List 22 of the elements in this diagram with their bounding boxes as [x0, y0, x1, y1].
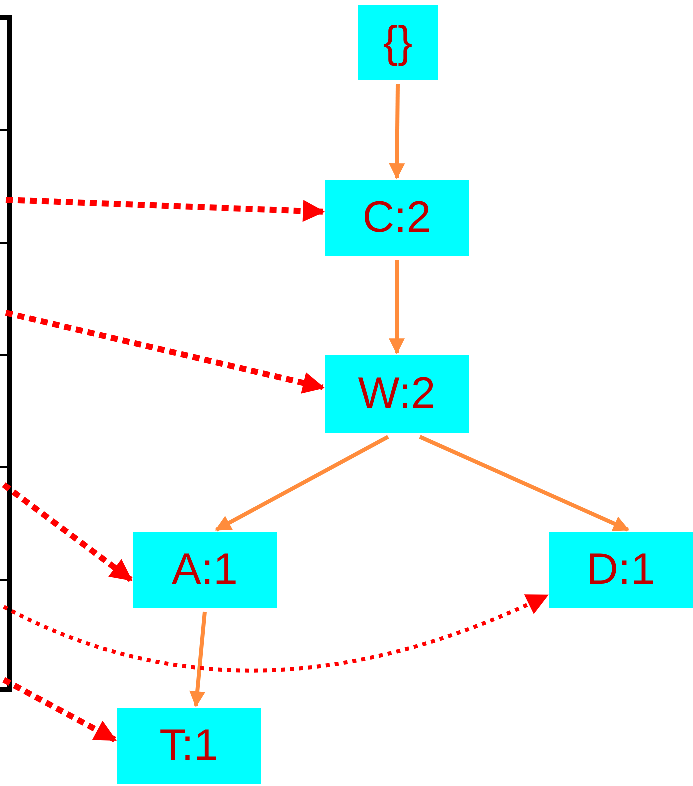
arrow — [389, 260, 405, 355]
arrow — [215, 435, 390, 532]
node-box — [358, 5, 438, 80]
node-box — [325, 180, 469, 256]
node-label: W:2 — [358, 372, 436, 416]
arrow — [2, 482, 133, 582]
arrow — [190, 612, 207, 708]
arrow — [419, 435, 630, 532]
arrow — [5, 310, 326, 394]
node-label: D:1 — [586, 548, 656, 592]
node-box — [133, 532, 277, 608]
node-label: C:2 — [362, 196, 432, 240]
node-box — [117, 708, 261, 784]
node-label: {} — [383, 20, 413, 64]
arrow — [2, 677, 117, 743]
arrow — [6, 197, 326, 222]
node-label: T:1 — [160, 724, 218, 768]
node-label: A:1 — [172, 548, 238, 592]
arrow — [389, 84, 406, 180]
node-box — [549, 532, 693, 608]
arrow — [3, 594, 549, 673]
node-box — [325, 355, 469, 433]
